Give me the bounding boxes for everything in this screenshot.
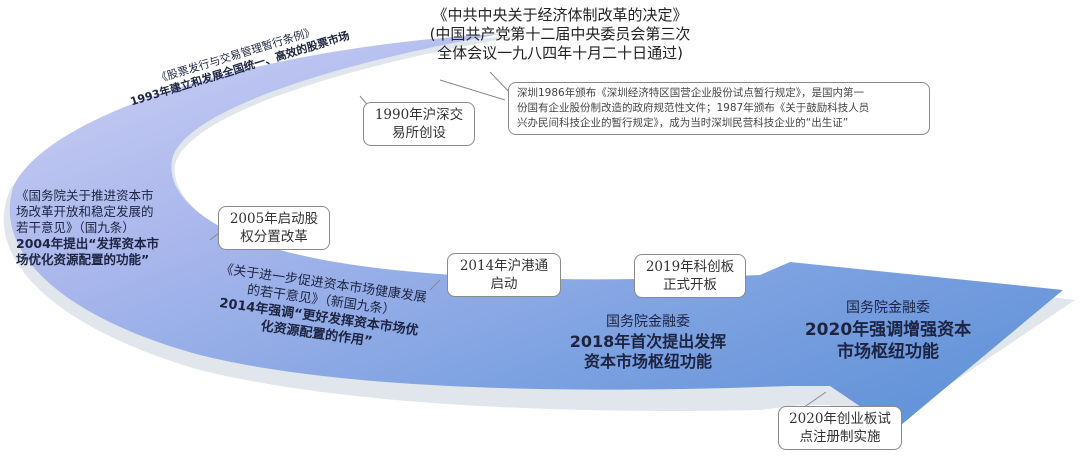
milestone-2020-line-3: 市场枢纽功能 [837,342,939,362]
callout-1990-line-1: 1990年沪深交 [374,107,464,123]
note-line-1: 深圳1986年颁布《深圳经济特区国营企业股份试点暂行规定》，是国内第一 [517,87,864,99]
callout-2005-split-share-reform: 2005年启动股 权分置改革 [218,206,330,250]
callout-2019-line-1: 2019年科创板 [645,259,735,275]
milestone-2020: 国务院金融委 2020年强调增强资本 市场枢纽功能 [768,297,1008,363]
callout-2014-line-2: 启动 [490,276,518,292]
milestone-2004-line-5: 场优化资源配置的功能” [16,252,150,267]
milestone-2004-line-2: 场改革开放和稳定发展的 [16,204,154,219]
callout-1990-exchanges: 1990年沪深交 易所创设 [363,102,475,146]
milestone-2020-org: 国务院金融委 [846,300,930,316]
milestone-2004-line-1: 《国务院关于推进资本市 [16,188,154,203]
callout-2005-line-2: 权分置改革 [240,229,308,245]
callout-2020-line-1: 2020年创业板试 [789,411,891,427]
milestone-2004-line-4: 2004年提出“发挥资本市 [16,236,160,251]
ribbon-body [9,34,1063,430]
milestone-2004-line-3: 若干意见》（国九条） [16,220,135,235]
milestone-2004: 《国务院关于推进资本市 场改革开放和稳定发展的 若干意见》（国九条） 2004年… [16,188,186,268]
title-line-1: 《中共中央关于经济体制改革的决定》 [432,6,688,24]
callout-2014-line-1: 2014年沪港通 [459,258,549,274]
callout-1990-line-2: 易所创设 [392,125,446,141]
callout-2019-star-market: 2019年科创板 正式开板 [634,254,746,298]
milestone-2020-line-2: 2020年强调增强资本 [804,320,972,340]
milestone-2018-org: 国务院金融委 [606,314,690,330]
callout-2020-line-2: 点注册制实施 [799,429,881,445]
title-block: 《中共中央关于经济体制改革的决定》 (中国共产党第十二届中央委员会第三次 全体会… [400,6,720,63]
title-line-2: (中国共产党第十二届中央委员会第三次 [429,25,691,43]
milestone-2018: 国务院金融委 2018年首次提出发挥 资本市场枢纽功能 [548,312,748,372]
callout-2005-line-1: 2005年启动股 [229,211,319,227]
callout-2019-line-2: 正式开板 [663,277,717,293]
callout-2020-chinext-registration: 2020年创业板试 点注册制实施 [778,406,902,450]
note-line-2: 份国有企业股份制改造的政府规范性文件；1987年颁布《关于鼓励科技人员 [517,102,870,114]
callout-2014-stock-connect: 2014年沪港通 启动 [447,253,561,297]
milestone-2018-line-2: 2018年首次提出发挥 [569,332,727,351]
milestone-2018-line-3: 资本市场枢纽功能 [583,352,712,371]
callout-shenzhen-1986-note: 深圳1986年颁布《深圳经济特区国营企业股份试点暂行规定》，是国内第一 份国有企… [508,82,930,135]
note-line-3: 兴办民间科技企业的暂行规定》，成为当时深圳民营科技企业的“出生证” [517,117,849,129]
title-line-3: 全体会议一九八四年十月二十日通过) [437,44,683,62]
